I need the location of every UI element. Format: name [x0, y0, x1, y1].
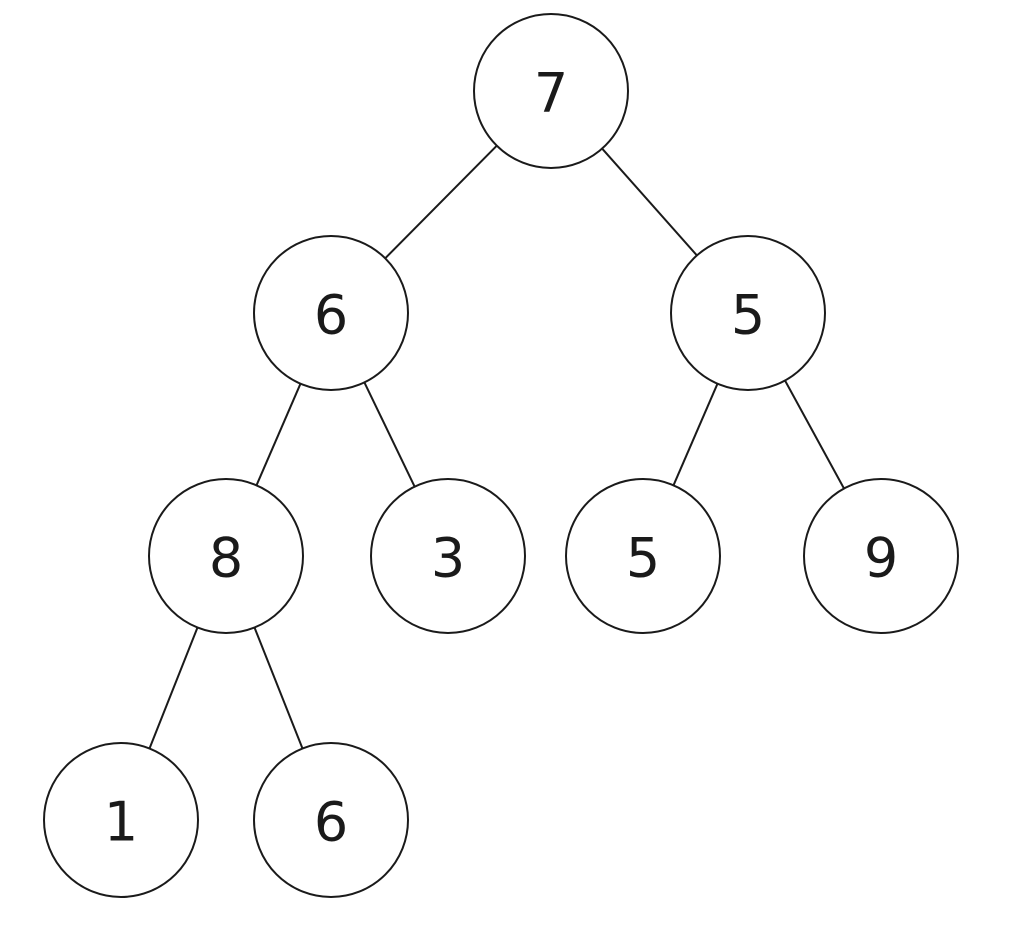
tree-node-n6: 5 [565, 478, 721, 634]
tree-node-label: 1 [104, 791, 138, 854]
tree-edge-n1-n3 [601, 147, 698, 257]
tree-node-label: 3 [431, 527, 465, 590]
tree-node-n7: 9 [803, 478, 959, 634]
tree-node-n1: 7 [473, 13, 629, 169]
tree-node-circle [370, 478, 526, 634]
tree-edge-n2-n4 [255, 383, 302, 486]
tree-node-n3: 5 [670, 235, 826, 391]
tree-node-circle [803, 478, 959, 634]
tree-edge-n3-n7 [784, 380, 845, 489]
tree-node-label: 9 [864, 527, 898, 590]
tree-edge-n2-n5 [363, 381, 416, 488]
tree-node-n2: 6 [253, 235, 409, 391]
tree-node-label: 6 [314, 791, 348, 854]
tree-edge-n1-n2 [384, 144, 498, 260]
tree-edge-n4-n8 [148, 627, 199, 749]
tree-edge-n3-n6 [672, 383, 719, 486]
tree-node-label: 8 [209, 527, 243, 590]
tree-node-circle [670, 235, 826, 391]
tree-node-n9: 6 [253, 742, 409, 898]
tree-node-n8: 1 [43, 742, 199, 898]
tree-node-label: 5 [626, 527, 660, 590]
tree-node-circle [253, 742, 409, 898]
tree-node-n4: 8 [148, 478, 304, 634]
tree-node-label: 7 [534, 62, 568, 125]
tree-edge-n4-n9 [253, 627, 304, 749]
tree-node-label: 6 [314, 284, 348, 347]
edge-layer [148, 144, 845, 749]
tree-node-circle [43, 742, 199, 898]
tree-node-circle [148, 478, 304, 634]
tree-node-circle [565, 478, 721, 634]
tree-node-circle [473, 13, 629, 169]
tree-node-n5: 3 [370, 478, 526, 634]
node-layer: 7 6 5 8 3 5 9 1 6 [43, 13, 959, 898]
tree-node-label: 5 [731, 284, 765, 347]
tree-node-circle [253, 235, 409, 391]
